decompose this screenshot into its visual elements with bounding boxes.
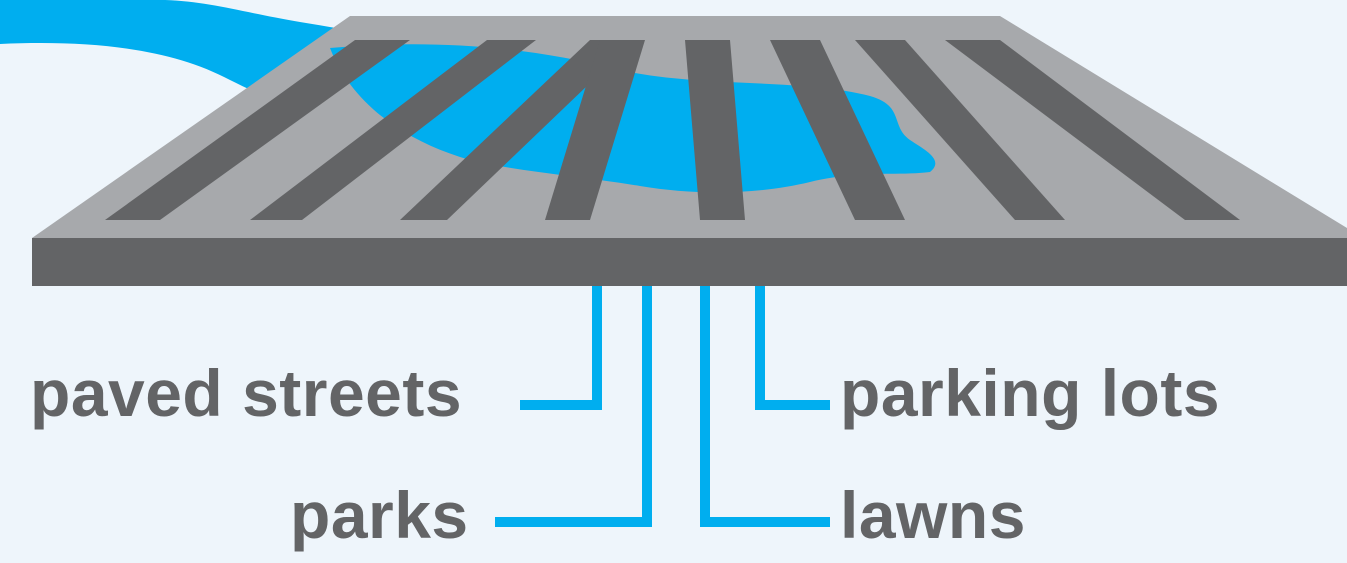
label-paved-streets: paved streets <box>30 360 462 426</box>
label-parking-lots: parking lots <box>840 360 1220 426</box>
label-parks: parks <box>290 482 469 548</box>
leader-lines <box>495 286 830 522</box>
leader-line-paved-streets <box>520 286 597 405</box>
label-lawns: lawns <box>840 482 1026 548</box>
leader-line-parking-lots <box>760 286 830 405</box>
grate-front-edge <box>32 238 1347 286</box>
